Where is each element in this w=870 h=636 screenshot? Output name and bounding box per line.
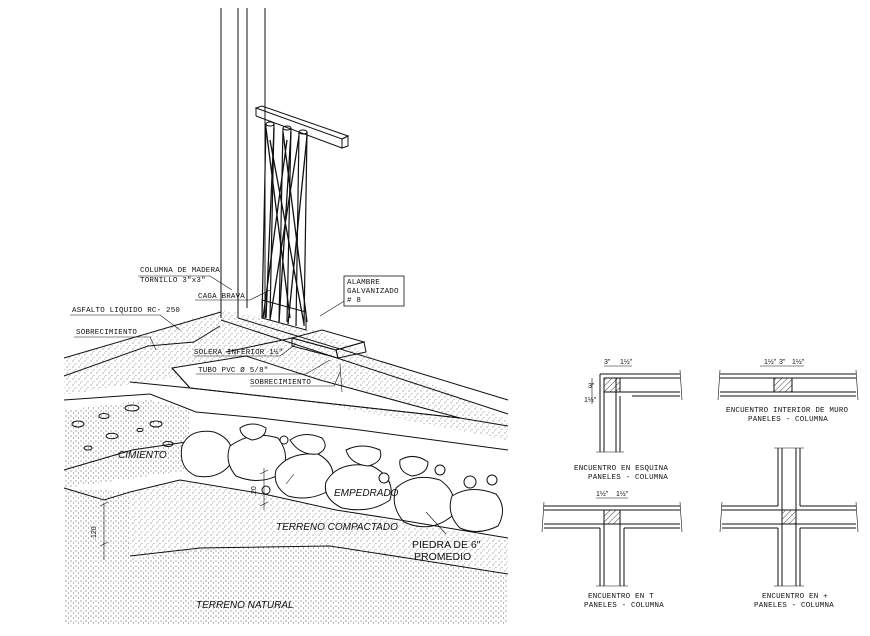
dim-20: .20 bbox=[251, 486, 258, 496]
label-caga-brava: CAGA BRAVA bbox=[198, 293, 245, 301]
label-tornillo: TORNILLO 3"x3" bbox=[140, 277, 206, 285]
label-piedra-1: PIEDRA DE 6" bbox=[412, 539, 481, 551]
detail-esquina: 3" 1½" 3" 1½" ENCUENTRO EN ESQUINA PANEL… bbox=[574, 358, 683, 482]
interior-dim-right: 1½" bbox=[792, 358, 805, 366]
leader-lines bbox=[70, 275, 447, 535]
label-cimiento: CIMIENTO bbox=[118, 450, 167, 461]
label-solera: SOLERA INFERIOR 1½" bbox=[194, 348, 283, 357]
label-sobrecimiento-left: SOBRECIMIENTO bbox=[76, 329, 137, 337]
esquina-dim-side-half: 1½" bbox=[584, 396, 597, 404]
label-tubo-pvc: TUBO PVC Ø 5/8" bbox=[198, 366, 269, 375]
soil-layers bbox=[63, 468, 509, 624]
detail-t: 1½" 1½" ENCUENTRO EN T PANELES - COLUMNA bbox=[541, 490, 683, 610]
label-piedra-2: PROMEDIO bbox=[414, 551, 471, 563]
slab bbox=[63, 310, 509, 440]
label-terreno-natural: TERRENO NATURAL bbox=[196, 600, 294, 611]
label-alambre-2: GALVANIZADO bbox=[347, 288, 399, 296]
foundation bbox=[63, 393, 509, 488]
interior-dim-mid: 3" bbox=[779, 359, 786, 366]
t-dim-right: 1½" bbox=[616, 490, 629, 498]
perspective-section: COLUMNA DE MADERA TORNILLO 3"x3" CAGA BR… bbox=[63, 8, 509, 624]
label-sobrecimiento-mid: SOBRECIMIENTO bbox=[250, 379, 311, 387]
label-columna-madera: COLUMNA DE MADERA bbox=[140, 267, 220, 275]
plus-title-2: PANELES - COLUMNA bbox=[754, 602, 834, 610]
interior-title-2: PANELES - COLUMNA bbox=[748, 416, 828, 424]
label-alambre-1: ALAMBRE bbox=[347, 279, 380, 287]
stone-bed bbox=[180, 423, 503, 532]
esquina-title-1: ENCUENTRO EN ESQUINA bbox=[574, 465, 668, 473]
t-title-1: ENCUENTRO EN T bbox=[588, 593, 654, 601]
label-terreno-compactado: TERRENO COMPACTADO bbox=[276, 522, 398, 533]
alambre-callout-box bbox=[343, 275, 405, 307]
esquina-dim-top: 3" bbox=[604, 359, 611, 366]
detail-interior: 1½" 3" 1½" ENCUENTRO INTERIOR DE MURO PA… bbox=[717, 358, 859, 424]
esquina-dim-top-half: 1½" bbox=[620, 358, 633, 366]
wooden-column bbox=[220, 8, 266, 318]
label-empedrado: EMPEDRADO bbox=[334, 488, 399, 499]
label-alambre-3: # 8 bbox=[347, 297, 361, 305]
label-asfalto: ASFALTO LIQUIDO RC- 250 bbox=[72, 307, 180, 315]
interior-title-1: ENCUENTRO INTERIOR DE MURO bbox=[726, 407, 849, 415]
dim-120: .120 bbox=[91, 526, 98, 540]
t-dim-left: 1½" bbox=[596, 490, 609, 498]
esquina-title-2: PANELES - COLUMNA bbox=[588, 474, 668, 482]
interior-dim-left: 1½" bbox=[764, 358, 777, 366]
rebar-cage bbox=[261, 121, 308, 331]
detail-plus: ENCUENTRO EN + PANELES - COLUMNA bbox=[719, 447, 859, 610]
solera-block bbox=[225, 329, 367, 359]
t-title-2: PANELES - COLUMNA bbox=[584, 602, 664, 610]
plus-title-1: ENCUENTRO EN + bbox=[762, 593, 828, 601]
esquina-dim-side: 3" bbox=[588, 383, 595, 390]
